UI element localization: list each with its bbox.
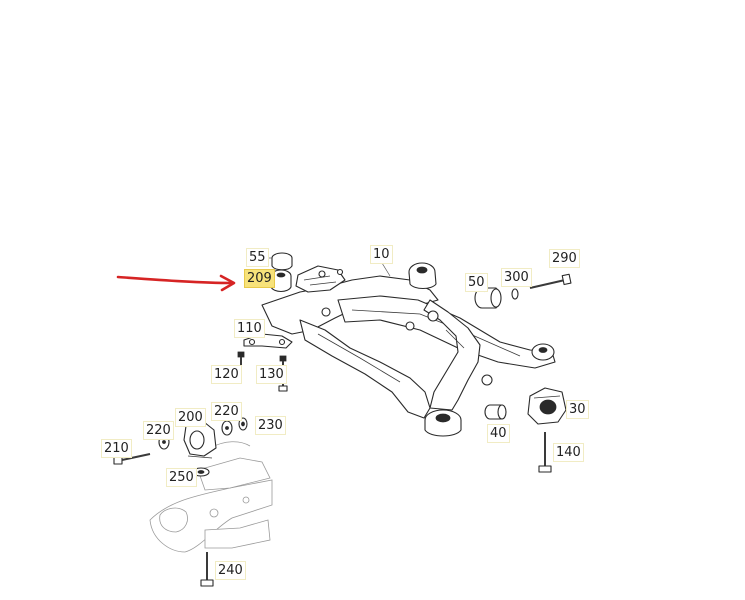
callout-130[interactable]: 130 [256,365,287,384]
callout-220-right[interactable]: 220 [211,402,242,421]
mount-200[interactable] [183,421,217,459]
callout-290[interactable]: 290 [549,249,580,268]
callout-140[interactable]: 140 [553,443,584,462]
callout-209-highlighted[interactable]: 209 [244,269,275,288]
subframe[interactable] [261,262,556,437]
callout-10[interactable]: 10 [370,245,393,264]
washer-250[interactable] [192,467,210,477]
mount-30[interactable] [527,387,567,425]
washer-220-right[interactable] [221,420,233,436]
bushing-40[interactable] [484,404,507,420]
bolt-140[interactable] [538,432,552,473]
callout-250[interactable]: 250 [166,468,197,487]
callout-220-left[interactable]: 220 [143,421,174,440]
callout-55[interactable]: 55 [246,248,269,267]
nut-230[interactable] [238,417,248,431]
washer-300[interactable] [511,288,519,300]
callout-30[interactable]: 30 [566,400,589,419]
red-arrow [116,274,236,292]
bolt-240[interactable] [200,552,214,587]
callout-230[interactable]: 230 [255,416,286,435]
callout-200[interactable]: 200 [175,408,206,427]
callout-300[interactable]: 300 [501,268,532,287]
bushing-50[interactable] [474,287,502,309]
callout-50[interactable]: 50 [465,273,488,292]
background-knuckle-assembly [149,441,273,553]
callout-40[interactable]: 40 [487,424,510,443]
bolt-290[interactable] [529,273,572,289]
callout-210[interactable]: 210 [101,439,132,458]
callout-110[interactable]: 110 [234,319,265,338]
callout-120[interactable]: 120 [211,365,242,384]
callout-240[interactable]: 240 [215,561,246,580]
